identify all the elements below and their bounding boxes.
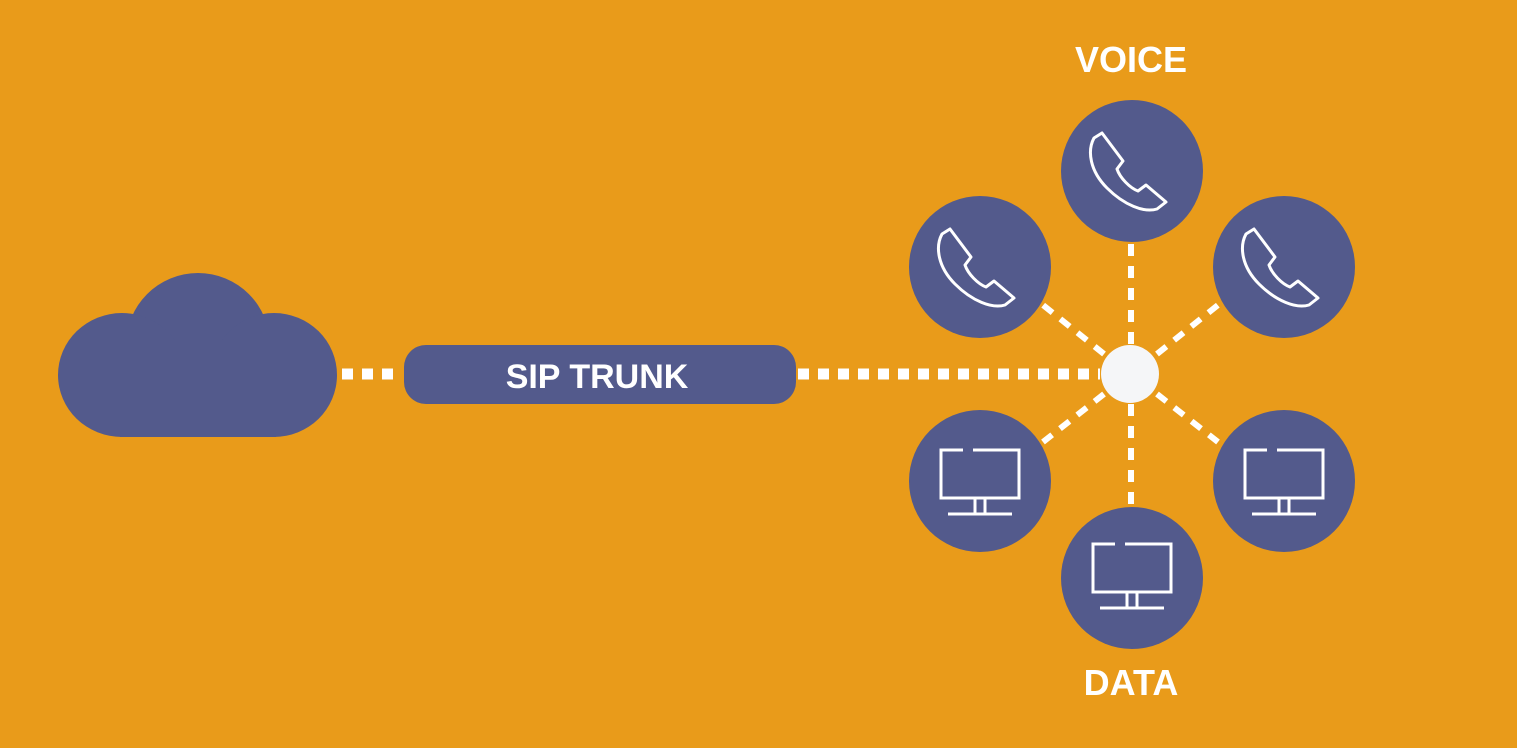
voice-node-top bbox=[1061, 100, 1203, 242]
hub-voice-left-line bbox=[1041, 302, 1106, 357]
hub-node bbox=[1101, 345, 1159, 403]
voice-node-right bbox=[1213, 196, 1355, 338]
data-node-left bbox=[909, 410, 1051, 552]
sip-trunk-label: SIP TRUNK bbox=[506, 358, 689, 396]
hub-voice-right-line bbox=[1155, 302, 1220, 357]
voice-label: VOICE bbox=[1075, 39, 1187, 80]
hub-data-left-line bbox=[1041, 391, 1106, 445]
data-node-right bbox=[1213, 410, 1355, 552]
data-node-bottom bbox=[1061, 507, 1203, 649]
hub-data-right-line bbox=[1155, 391, 1220, 445]
cloud-icon bbox=[58, 273, 337, 437]
connectors bbox=[342, 244, 1220, 506]
voice-node-left bbox=[909, 196, 1051, 338]
data-label: DATA bbox=[1084, 662, 1179, 703]
sip-trunk-bar: SIP TRUNK bbox=[404, 345, 796, 404]
